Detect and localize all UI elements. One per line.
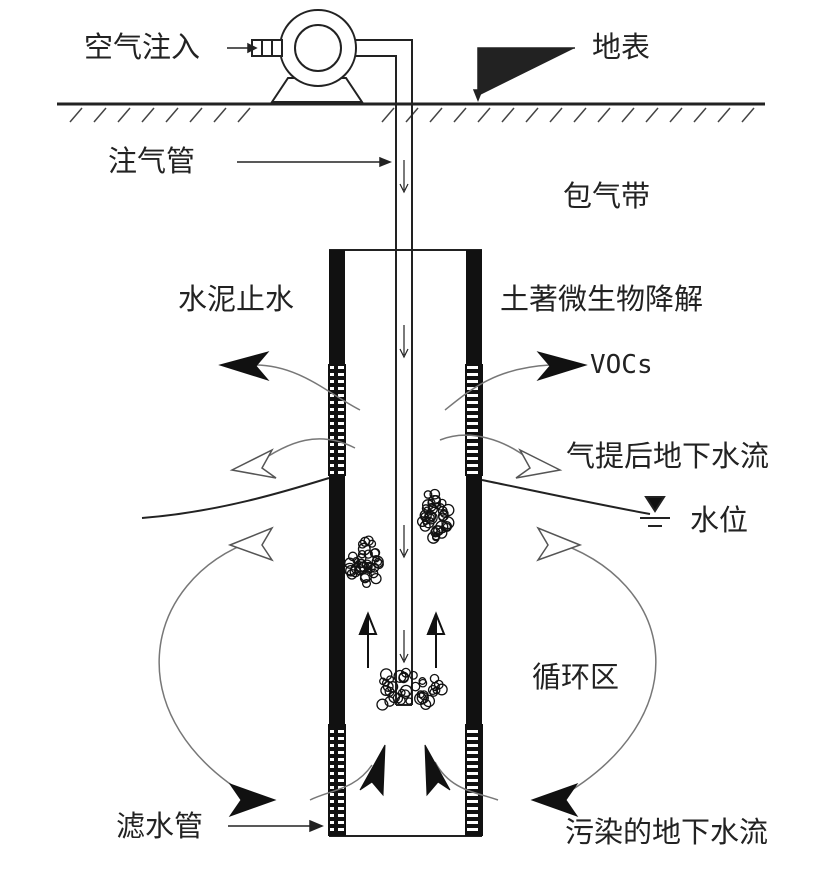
bubble [427, 684, 438, 696]
bubble [423, 490, 433, 499]
bubble [405, 697, 413, 705]
bubble [384, 686, 395, 697]
flow-arrowheads [218, 351, 588, 817]
bubble [429, 488, 441, 500]
bubble [435, 683, 448, 696]
bubble [418, 678, 428, 688]
bubble [379, 677, 387, 686]
label-cement-seal: 水泥止水 [178, 282, 295, 316]
label-contaminated-flow: 污染的地下水流 [565, 815, 769, 849]
bubble [379, 668, 393, 681]
bubble [346, 568, 358, 580]
air-pump-icon [251, 9, 413, 232]
well-casing [328, 249, 483, 837]
bubble [437, 505, 448, 516]
label-circulation-zone: 循环区 [532, 660, 620, 694]
bubble [370, 547, 381, 558]
bubble [400, 667, 411, 678]
label-water-table: 水位 [690, 503, 749, 537]
bubble [359, 573, 371, 584]
upward-flow-arrows [358, 611, 446, 668]
bubble [372, 554, 380, 563]
label-pointers [227, 42, 575, 833]
bubble [376, 698, 389, 711]
bubble [370, 572, 382, 585]
bubble [427, 495, 441, 509]
bubble [434, 501, 442, 510]
bubble [357, 549, 367, 559]
bubble [430, 681, 440, 692]
bubble [392, 693, 404, 704]
air-bubbles [343, 488, 455, 711]
injection-pipe [395, 160, 413, 706]
bubble [435, 527, 448, 539]
bubble [386, 675, 395, 684]
bubble [363, 549, 373, 559]
bubble [429, 673, 440, 684]
bubble [361, 578, 372, 589]
label-vadose-zone: 包气带 [563, 179, 651, 213]
label-air-injection: 空气注入 [84, 30, 201, 64]
bubble [437, 510, 449, 522]
bubble [345, 564, 357, 577]
label-microbe-degradation: 土著微生物降解 [500, 282, 704, 316]
label-airlifted-flow: 气提后地下水流 [566, 439, 770, 473]
bubble [418, 690, 429, 701]
label-ground-surface: 地表 [592, 30, 651, 64]
bubble [399, 684, 413, 698]
bubble [354, 563, 366, 576]
hollow-flow-arrowheads [227, 448, 583, 562]
bubble [352, 556, 360, 565]
bubble [359, 536, 371, 547]
bubble [410, 681, 421, 692]
label-vocs: VOCs [590, 350, 653, 380]
bubble [396, 695, 406, 706]
label-injection-pipe: 注气管 [108, 144, 196, 178]
bubble [365, 562, 376, 574]
water-table-line [141, 477, 670, 527]
flow-curves [158, 364, 657, 801]
bubble [424, 510, 437, 523]
label-well-screen: 滤水管 [116, 809, 204, 843]
